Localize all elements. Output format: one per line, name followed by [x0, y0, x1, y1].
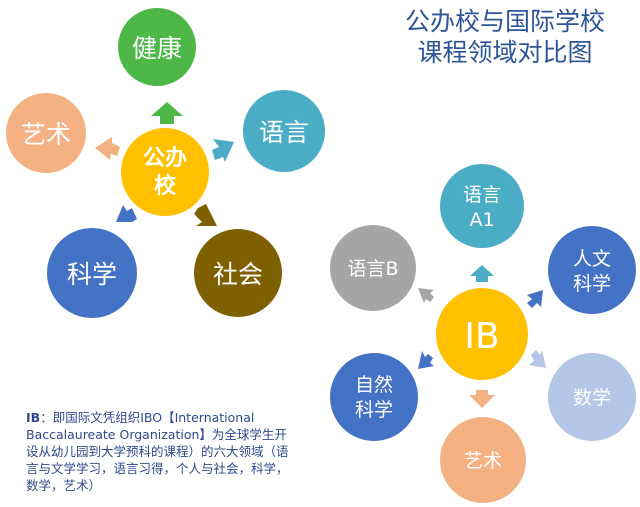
- arrow-to-language-b: [418, 288, 434, 303]
- arrow-to-health: [151, 102, 183, 124]
- public-school-center-line-2: 校: [154, 173, 177, 199]
- node-humanities-line-2: 科学: [573, 273, 611, 295]
- ib-footnote-term: IB: [26, 410, 41, 425]
- public-school-center: [121, 128, 209, 216]
- arrow-to-natural-science: [418, 351, 434, 369]
- diagram-title: 公办校与国际学校 课程领域对比图: [380, 6, 630, 68]
- node-language-a1: [440, 164, 524, 248]
- node-natural-science-line-1: 自然: [355, 374, 393, 396]
- arrow-to-society: [194, 204, 217, 226]
- node-art: [6, 93, 86, 173]
- ib-center-label: IB: [464, 316, 499, 357]
- ib-center: [436, 288, 528, 380]
- ib-footnote: IB：即国际文凭组织IBO【International Baccalaureat…: [26, 409, 296, 494]
- arrow-to-math: [529, 350, 546, 368]
- node-language-a1-line-2: A1: [469, 209, 494, 231]
- node-society: [194, 229, 282, 317]
- node-science-label: 科学: [67, 260, 117, 289]
- arrow-to-humanities: [527, 290, 543, 308]
- node-natural-science-line-2: 科学: [355, 399, 393, 421]
- node-art-ib-line-1: 艺术: [464, 450, 502, 472]
- title-line-1: 公办校与国际学校: [404, 7, 605, 36]
- node-art-ib: [440, 417, 526, 503]
- node-humanities-line-1: 人文: [573, 248, 611, 270]
- arrow-to-art-ib: [469, 390, 495, 408]
- node-math-line-1: 数学: [573, 387, 611, 409]
- node-math: [548, 353, 636, 441]
- title-line-2: 课程领域对比图: [417, 38, 593, 67]
- public-school-center-line-1: 公办: [143, 146, 187, 171]
- node-language: [243, 90, 325, 172]
- node-language-b-line-1: 语言B: [347, 258, 398, 280]
- arrow-to-language: [212, 139, 234, 162]
- node-humanities: [548, 226, 636, 314]
- node-health: [118, 8, 196, 86]
- node-natural-science: [330, 353, 418, 441]
- ib-cluster: 语言 A1 人文 科学 数学 艺术 自然 科学 语言B IB: [330, 164, 636, 503]
- node-health-label: 健康: [132, 34, 182, 63]
- public-school-cluster: 健康 语言 社会 科学 艺术 公办 校: [6, 8, 325, 318]
- arrow-to-art: [95, 137, 120, 160]
- node-language-a1-line-1: 语言: [463, 184, 501, 206]
- node-art-label: 艺术: [21, 120, 71, 149]
- node-language-label: 语言: [259, 118, 309, 147]
- arrow-to-science: [116, 205, 137, 222]
- node-society-label: 社会: [213, 260, 263, 289]
- arrow-to-language-a1: [470, 265, 494, 282]
- node-language-b: [330, 225, 416, 311]
- ib-footnote-text: ：即国际文凭组织IBO【International Baccalaureate …: [26, 410, 289, 493]
- node-science: [47, 228, 137, 318]
